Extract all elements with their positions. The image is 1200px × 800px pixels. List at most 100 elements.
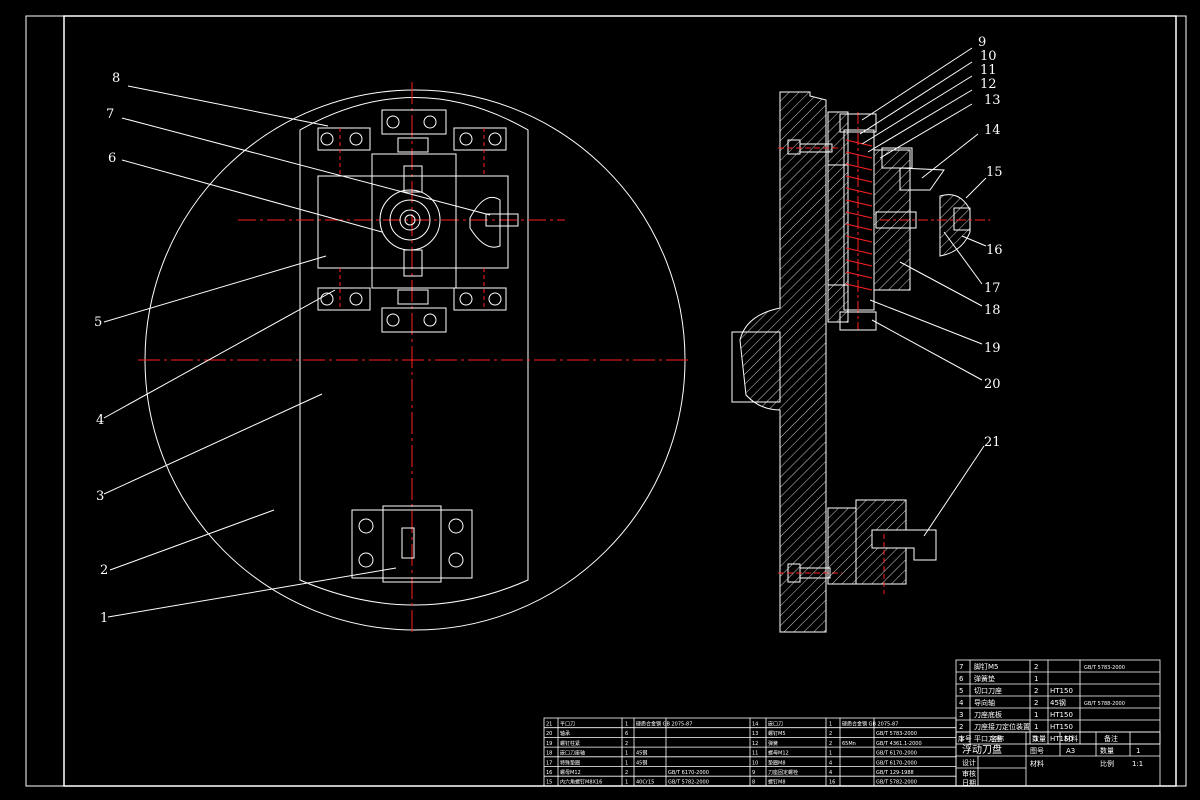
callout-19: 19 <box>984 341 1001 356</box>
bom-mid-qty-6: 16 <box>829 780 835 786</box>
callout-20: 20 <box>984 377 1001 392</box>
bom-left-no-5: 16 <box>546 770 552 776</box>
bom-mid-mat-0: 硬质合金钢 GB 2075-87 <box>842 721 898 728</box>
bom-header: 序号 名称 数量 材料 备注 <box>958 734 1118 743</box>
callout-6: 6 <box>108 151 116 166</box>
bom-left-no-6: 15 <box>546 780 552 786</box>
bom-left-name-2: 螺钉柱紧 <box>560 740 580 747</box>
mat-label: 材料 <box>1030 759 1044 768</box>
bom-left-no-3: 18 <box>546 751 552 757</box>
bom-left-qty-4: 1 <box>625 760 628 766</box>
bom-mid-name-4: 垫圈M8 <box>768 759 786 766</box>
bom-right-qty-0: 2 <box>1034 663 1038 671</box>
bom-left-no-1: 20 <box>546 731 552 737</box>
callout-15: 15 <box>986 165 1003 180</box>
callout-2: 2 <box>100 563 108 578</box>
bom-left-qty-3: 1 <box>625 751 628 757</box>
bom-right-mat-2: HT150 <box>1050 687 1073 695</box>
bom-mid-note-6: GB/T 5782-2000 <box>876 780 917 786</box>
callout-7: 7 <box>106 107 114 122</box>
callout-12: 12 <box>980 77 997 92</box>
scale-value: 1:1 <box>1132 760 1143 768</box>
bom-mid-qty-0: 1 <box>829 722 832 728</box>
bom-right-no-3: 4 <box>959 699 964 707</box>
bom-right-qty-2: 2 <box>1034 687 1038 695</box>
callout-1: 1 <box>100 611 108 626</box>
inner-frame <box>63 15 1177 787</box>
bom-mid-no-4: 10 <box>752 760 758 766</box>
callout-8: 8 <box>112 71 120 86</box>
bom-right-no-5: 2 <box>959 723 963 731</box>
bom-mid-name-2: 弹簧 <box>768 740 778 747</box>
callout-17: 17 <box>984 281 1001 296</box>
callout-labels: 1 2 3 4 5 6 7 8 9 10 11 12 13 14 15 16 1… <box>94 35 1003 626</box>
bom-right-name-4: 刀座底板 <box>974 710 1002 719</box>
title-block-text: 浮动刀盘 图号 A3 数量 1 材料 比例 1:1 设计 审核 日期 <box>962 743 1143 787</box>
bom-mid-qty-4: 4 <box>829 760 832 766</box>
design-label: 设计 <box>962 758 976 767</box>
bom-mid-no-2: 12 <box>752 741 758 747</box>
bom-mid-name-3: 螺母M12 <box>768 750 789 757</box>
top-left-clamp <box>317 127 371 151</box>
bom-left-name-1: 轴承 <box>560 730 570 737</box>
leaders-front <box>103 85 491 618</box>
lower-tool-block <box>351 509 473 579</box>
sheet-value: A3 <box>1066 747 1075 755</box>
bom-left-name-3: 嵌口刀座轴 <box>560 750 585 757</box>
bom-right-mat-6: HT150 <box>1050 735 1073 743</box>
bom-right-note-0: GB/T 5783-2000 <box>1084 665 1125 671</box>
bom-right-name-3: 导向轴 <box>974 698 995 707</box>
bom-right-no-2: 5 <box>959 687 963 695</box>
bom-left-name-0: 平口刀 <box>560 722 575 728</box>
top-center-clamp <box>381 109 447 135</box>
bottom-right-clamp <box>453 287 507 311</box>
callout-21: 21 <box>984 435 1001 450</box>
bom-header-no: 序号 <box>958 734 972 743</box>
bom-right-no-4: 3 <box>959 711 963 719</box>
bom-left-qty-2: 2 <box>625 741 628 747</box>
bom-right-no-0: 7 <box>959 663 963 671</box>
base-plate <box>299 97 529 606</box>
disc-section <box>739 91 827 633</box>
bom-mid-qty-2: 2 <box>829 741 832 747</box>
bom-left-no-4: 17 <box>546 760 552 766</box>
sheet-label: 图号 <box>1030 747 1044 755</box>
bom-right-mat-5: HT150 <box>1050 723 1073 731</box>
bom-mid-no-0: 14 <box>752 722 758 728</box>
bom-mid-note-5: GB/T 129-1988 <box>876 770 914 776</box>
bom-left-qty-1: 6 <box>625 731 628 737</box>
callout-14: 14 <box>984 123 1001 138</box>
side-view <box>731 91 990 633</box>
bom-right-name-6: 平口刀座 <box>974 734 1002 743</box>
scale-label: 比例 <box>1100 759 1114 768</box>
bom-mid-note-4: GB/T 6170-2000 <box>876 760 917 766</box>
bom-right-name-5: 刀座接刀定位装置 <box>974 722 1030 731</box>
bom-right-mat-3: 45钢 <box>1050 698 1066 707</box>
bom-mid-no-6: 8 <box>752 780 755 786</box>
bom-left-qty-5: 2 <box>625 770 628 776</box>
cutter-21 <box>871 529 937 561</box>
bom-header-name: 名称 <box>990 734 1004 743</box>
bom-left-name-4: 特殊垫圈 <box>560 759 580 766</box>
bom-left-mat-4: 45钢 <box>636 759 647 766</box>
slide-body <box>317 175 509 269</box>
tool-holder <box>371 153 457 289</box>
bom-right-qty-4: 1 <box>1034 711 1038 719</box>
bom-mid-no-3: 11 <box>752 751 758 757</box>
bom-left-mat-6: 40Cr15 <box>636 780 654 786</box>
bom-right-name-1: 弹簧垫 <box>974 674 995 683</box>
bom-right-qty-6: 1 <box>1034 735 1038 743</box>
bom-left-name-6: 内六角螺钉M8X16 <box>560 779 602 786</box>
bom-left-note-5: GB/T 6170-2000 <box>668 770 709 776</box>
bom-header-qty: 数量 <box>1032 734 1046 743</box>
bom-mid-qty-3: 1 <box>829 751 832 757</box>
front-view <box>138 82 690 636</box>
bom-mid-name-1: 螺钉M5 <box>768 730 786 737</box>
bom-mid-note-3: GB/T 6170-2000 <box>876 751 917 757</box>
bom-mid-qty-1: 2 <box>829 731 832 737</box>
bom-mid-name-6: 螺钉M8 <box>768 779 786 786</box>
shaft-boss <box>731 331 781 403</box>
top-right-clamp <box>453 127 507 151</box>
callout-5: 5 <box>94 315 102 330</box>
